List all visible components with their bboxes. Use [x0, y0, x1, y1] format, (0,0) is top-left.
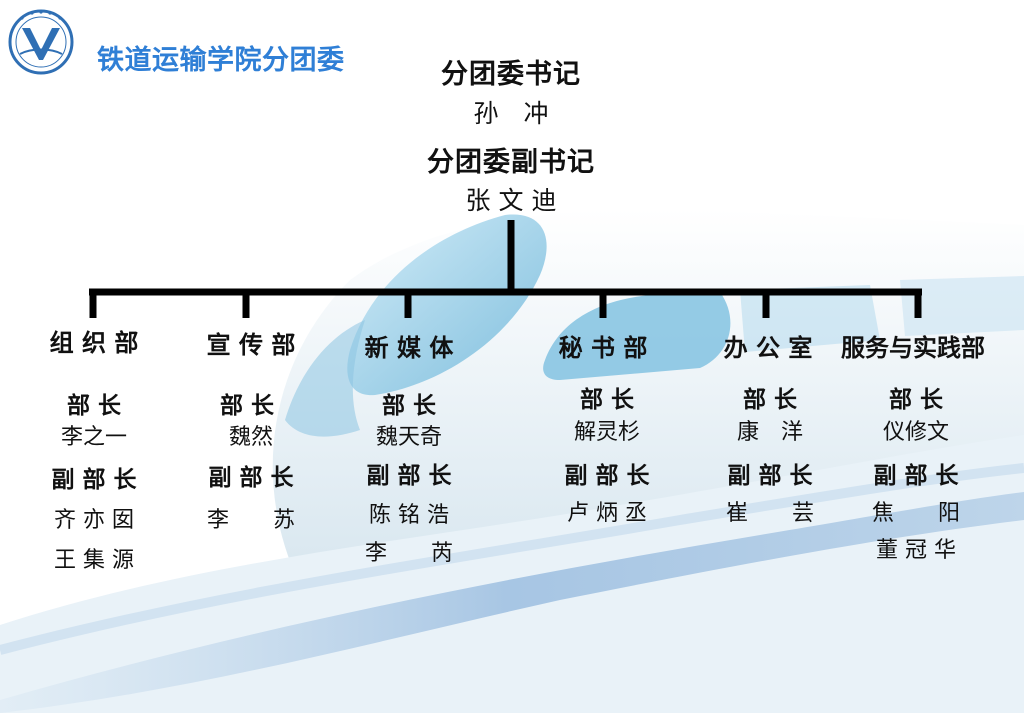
- deputy-name-2: 董 冠 华: [876, 538, 956, 563]
- head-name: 仪修文: [882, 420, 950, 445]
- deputy-label: 副 部 长: [727, 463, 813, 489]
- deputy-label: 副 部 长: [873, 463, 959, 489]
- deputy-label: 副 部 长: [208, 465, 294, 491]
- department-name: 服务与实践部: [841, 334, 985, 362]
- head-label: 部 长: [66, 393, 122, 419]
- deputy-name-1: 崔 芸: [725, 501, 815, 526]
- organization-name: 铁道运输学院分团委: [97, 45, 345, 76]
- head-name: 魏天奇: [375, 425, 443, 450]
- head-label: 部 长: [579, 387, 635, 413]
- head-label: 部 长: [381, 393, 437, 419]
- deputy-secretary-title: 分团委副书记: [427, 147, 595, 178]
- department-name: 组 织 部: [49, 329, 139, 357]
- college-logo: [8, 9, 74, 75]
- head-name: 解灵杉: [573, 420, 641, 445]
- deputy-name-1: 陈 铭 浩: [369, 503, 449, 528]
- deputy-name-1: 李 苏: [206, 508, 296, 533]
- head-name: 魏然: [228, 425, 274, 450]
- deputy-name-1: 卢 炳 丞: [567, 501, 647, 526]
- deputy-label: 副 部 长: [51, 467, 137, 493]
- head-label: 部 长: [742, 387, 798, 413]
- head-label: 部 长: [219, 393, 275, 419]
- department-name: 秘 书 部: [558, 334, 648, 362]
- deputy-secretary-name: 张 文 迪: [465, 186, 557, 215]
- deputy-label: 副 部 长: [564, 463, 650, 489]
- head-label: 部 长: [888, 387, 944, 413]
- head-name: 康 洋: [736, 420, 804, 445]
- deputy-name-1: 焦 阳: [871, 501, 961, 526]
- secretary-name: 孙 冲: [473, 99, 549, 128]
- deputy-name-1: 齐 亦 囡: [54, 508, 134, 533]
- secretary-title: 分团委书记: [441, 59, 581, 90]
- department-name: 宣 传 部: [206, 331, 296, 359]
- department-name: 新 媒 体: [364, 334, 454, 362]
- head-name: 李之一: [60, 425, 128, 450]
- deputy-name-2: 李 芮: [364, 541, 454, 566]
- deputy-label: 副 部 长: [366, 463, 452, 489]
- department-name: 办 公 室: [723, 334, 813, 362]
- deputy-name-2: 王 集 源: [54, 548, 134, 573]
